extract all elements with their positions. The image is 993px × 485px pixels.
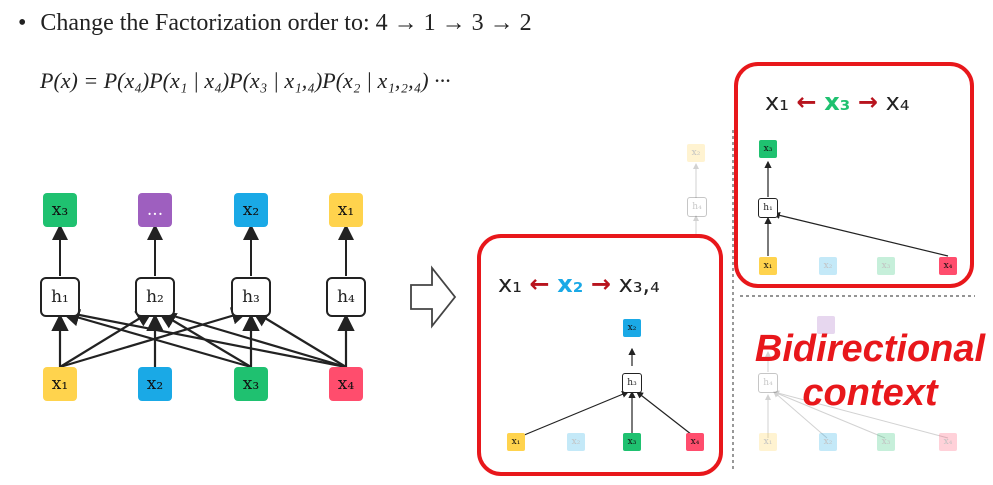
hidden-state-3: h₃ [231,277,271,317]
bullet-line: • Change the Factorization order to: 4 → … [18,10,532,37]
right-context-label: x₁ ← x₃ → x₄ [765,88,909,116]
output-token-1: x₃ [43,193,77,227]
faded-bottom-input-4: x₄ [939,433,957,451]
caption-line-1: Bidirectional [754,328,986,370]
hidden-state-4: h₄ [326,277,366,317]
right-context-panel [734,62,974,288]
output-token-2: ... [138,193,172,227]
input-token-3: x₃ [234,367,268,401]
middle-output-token: x₂ [623,319,641,337]
middle-label-center: x₂ [557,270,584,298]
middle-input-token-1: x₁ [507,433,525,451]
right-output-token: x₃ [759,140,777,158]
middle-label-right: x₃,₄ [618,270,660,298]
right-label-center: x₃ [824,88,851,116]
right-arrow-icon: → [857,88,878,116]
bullet-symbol: • [18,10,27,36]
hidden-state-2: h₂ [135,277,175,317]
left-arrow-icon: ← [529,270,550,298]
faded-output-token: x₂ [687,144,705,162]
faded-hidden-state: h₄ [687,197,707,217]
right-top-panel-edges [764,160,949,257]
right-label-right: x₄ [885,88,910,116]
hidden-state-1: h₁ [40,277,80,317]
hidden-to-output-edges [52,224,354,276]
middle-label-left: x₁ [498,270,522,298]
faded-bottom-input-1: x₁ [759,433,777,451]
middle-input-token-2: x₂ [567,433,585,451]
faded-bottom-input-3: x₃ [877,433,895,451]
middle-context-panel [477,234,723,476]
faded-bottom-hidden: h₄ [758,373,778,393]
right-input-token-2: x₂ [819,257,837,275]
right-hidden-state: h₁ [758,198,778,218]
middle-hidden-state: h₃ [622,373,642,393]
right-input-token-4: x₄ [939,257,957,275]
input-token-4: x₄ [329,367,363,401]
left-arrow-icon: ← [796,88,817,116]
middle-input-token-4: x₄ [686,433,704,451]
right-arrow-icon: → [590,270,611,298]
factorization-formula: P(x) = P(x₄)P(x₁ | x₄)P(x₃ | x₁,₄)P(x₂ |… [40,68,451,93]
right-input-token-1: x₁ [759,257,777,275]
faded-bottom-edges [765,351,949,439]
middle-input-token-3: x₃ [623,433,641,451]
caption-line-2: context [802,371,938,414]
transition-arrow-icon [410,265,457,329]
input-token-2: x₂ [138,367,172,401]
output-token-4: x₁ [329,193,363,227]
input-to-hidden-edges [51,305,355,369]
right-input-token-3: x₃ [877,257,895,275]
faded-bottom-output [817,316,835,334]
faded-bottom-input-2: x₂ [819,433,837,451]
input-token-1: x₁ [43,367,77,401]
middle-panel-edges [516,347,697,439]
middle-context-label: x₁ ← x₂ → x₃,₄ [498,270,660,298]
right-label-left: x₁ [765,88,789,116]
bullet-text: Change the Factorization order to: 4 → 1… [40,10,532,36]
bidirectional-context-caption: Bidirectional context [752,328,988,415]
output-token-3: x₂ [234,193,268,227]
